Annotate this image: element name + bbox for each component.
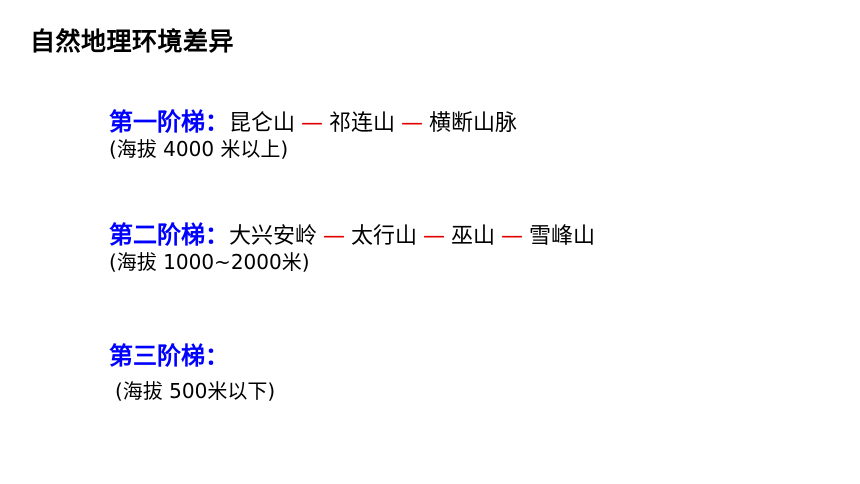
step-third-line: 第三阶梯：	[109, 340, 275, 372]
page-title: 自然地理环境差异	[30, 27, 235, 56]
dash-separator: —	[501, 224, 524, 249]
mountain-name: 大兴安岭	[229, 224, 318, 249]
step-first: 第一阶梯：昆仑山—祁连山—横断山脉 (海拔 4000 米以上)	[109, 106, 517, 162]
elevation-note: (海拔 4000 米以上)	[109, 137, 289, 161]
step-label: 第二阶梯：	[109, 221, 229, 249]
dash-separator: —	[323, 224, 346, 249]
step-label: 第三阶梯：	[109, 342, 229, 370]
mountain-name: 昆仑山	[229, 111, 296, 136]
dash-separator: —	[423, 224, 446, 249]
step-second-line: 第二阶梯：大兴安岭—太行山—巫山—雪峰山	[109, 219, 595, 251]
elevation-note: (海拔 500米以下)	[115, 379, 276, 403]
dash-separator: —	[301, 111, 324, 136]
elevation-note: (海拔 1000~2000米)	[109, 250, 310, 274]
step-label: 第一阶梯：	[109, 108, 229, 136]
mountain-name: 祁连山	[329, 111, 396, 136]
step-first-line: 第一阶梯：昆仑山—祁连山—横断山脉	[109, 106, 517, 138]
step-second: 第二阶梯：大兴安岭—太行山—巫山—雪峰山 (海拔 1000~2000米)	[109, 219, 595, 275]
dash-separator: —	[401, 111, 424, 136]
mountain-name: 巫山	[451, 224, 496, 249]
step-third: 第三阶梯： (海拔 500米以下)	[109, 340, 275, 404]
mountain-name: 雪峰山	[529, 224, 596, 249]
mountain-name: 横断山脉	[429, 111, 518, 136]
mountain-name: 太行山	[351, 224, 418, 249]
